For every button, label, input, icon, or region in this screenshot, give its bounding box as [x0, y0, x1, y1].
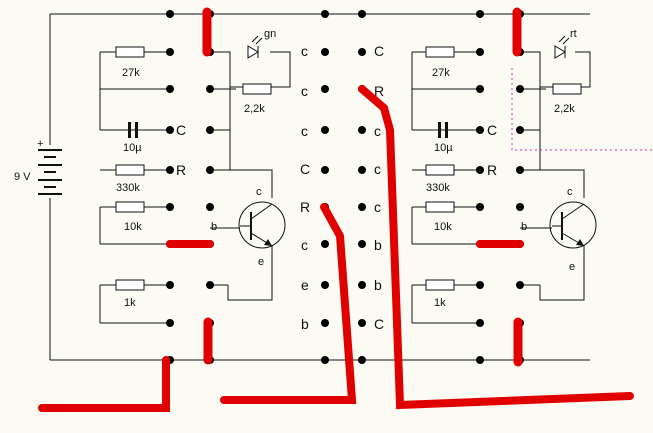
left-resistor-27k: 27k [115, 46, 145, 79]
svg-text:330k: 330k [426, 182, 450, 194]
svg-text:e: e [569, 261, 575, 273]
left-resistor-10k: 10k b [115, 201, 217, 233]
left-transistor-wires [210, 169, 273, 301]
left-cap-pin-label: C [176, 122, 186, 138]
mid-col2-pin: c [374, 161, 381, 177]
mid-col2-pin: C [374, 43, 384, 59]
right-led-rt: rt [554, 28, 577, 59]
right-cap-pin-label: C [487, 122, 497, 138]
right-transistor-wires [520, 169, 585, 301]
left-capacitor: 10µ C [100, 122, 186, 154]
mid-col1-pin: c [301, 123, 308, 139]
mid-col1-pin: C [300, 161, 310, 177]
left-transistor: c e [238, 186, 286, 268]
mid-col2-pin: b [374, 277, 382, 293]
svg-text:1k: 1k [124, 297, 136, 309]
circuit-wires [49, 13, 653, 361]
battery-plus-label: + [37, 138, 43, 150]
svg-text:27k: 27k [122, 67, 140, 79]
right-r-pin-label: R [487, 162, 497, 178]
battery-symbol: + 9 V [14, 138, 62, 195]
svg-text:10µ: 10µ [123, 142, 142, 154]
svg-text:1k: 1k [434, 297, 446, 309]
svg-text:10k: 10k [434, 221, 452, 233]
red-lead-left [38, 356, 170, 412]
svg-text:e: e [258, 256, 264, 268]
red-jumpers [38, 7, 634, 412]
left-r-pin-label: R [176, 162, 186, 178]
left-resistor-2-2k: 2,2k [242, 83, 272, 115]
right-resistor-330k: 330k R [425, 162, 497, 194]
left-resistor-1k: 1k [115, 279, 145, 309]
svg-text:c: c [256, 186, 262, 198]
left-resistor-330k: 330k R [115, 162, 186, 194]
mid-col2-pin: c [374, 199, 381, 215]
right-1k-wires [411, 284, 480, 324]
mid-col1-pin: b [301, 316, 309, 332]
right-base-pin-label: b [521, 221, 527, 233]
svg-text:330k: 330k [116, 182, 140, 194]
right-resistor-10k: 10k b [425, 201, 527, 233]
left-base-pin-label: b [211, 221, 217, 233]
battery-voltage-label: 9 V [14, 171, 31, 183]
svg-text:2,2k: 2,2k [244, 103, 265, 115]
mid-col2-pin: R [374, 83, 384, 99]
mid-col2-pin: b [374, 237, 382, 253]
middle-pin-labels: c c c C R c e b C R c c c b b C [300, 43, 384, 332]
dashed-guide-line [511, 68, 653, 151]
mid-col1-pin: c [301, 83, 308, 99]
right-resistor-2-2k: 2,2k [552, 83, 582, 115]
right-capacitor: 10µ C [412, 122, 497, 154]
mid-col1-pin: e [301, 277, 309, 293]
right-resistor-1k: 1k [425, 279, 455, 309]
left-led-gn: gn [247, 28, 276, 59]
mid-col1-pin: c [301, 43, 308, 59]
right-resistor-27k: 27k [425, 46, 455, 79]
red-lead-right [358, 85, 634, 410]
svg-text:gn: gn [264, 28, 276, 40]
red-lead-middle [220, 203, 357, 404]
svg-text:10k: 10k [124, 221, 142, 233]
svg-text:10µ: 10µ [434, 142, 453, 154]
mid-col2-pin: C [374, 316, 384, 332]
svg-text:c: c [567, 186, 573, 198]
svg-text:27k: 27k [432, 67, 450, 79]
svg-text:2,2k: 2,2k [554, 103, 575, 115]
mid-col2-pin: c [374, 123, 381, 139]
svg-text:rt: rt [570, 28, 577, 40]
right-transistor: c e [549, 186, 597, 273]
mid-col1-pin: R [300, 199, 310, 215]
mid-col1-pin: c [301, 237, 308, 253]
